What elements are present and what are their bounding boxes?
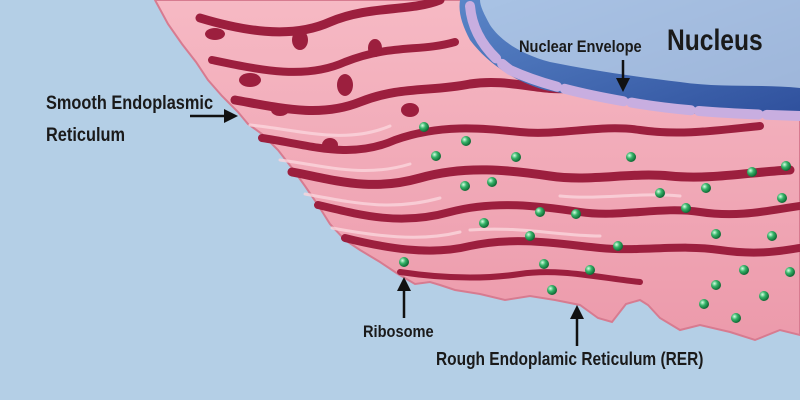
ribosome-dot xyxy=(460,181,470,191)
ribosome-dot xyxy=(731,313,741,323)
ribosome-dot xyxy=(699,299,709,309)
ribosome-label: Ribosome xyxy=(363,322,434,341)
ribosome-dot xyxy=(479,218,489,228)
ribosome-dot xyxy=(759,291,769,301)
ser-tubules xyxy=(205,28,419,152)
ribosome-dot xyxy=(626,152,636,162)
pointer-arrows xyxy=(190,60,630,346)
nuclear-envelope-arrow xyxy=(616,60,630,92)
er-highlights xyxy=(248,123,682,239)
ribosome-dot xyxy=(681,203,691,213)
ribosome-dot xyxy=(431,151,441,161)
ribosome-arrow xyxy=(397,277,411,318)
er-lumen xyxy=(195,0,800,285)
ribosome-dot xyxy=(535,207,545,217)
ribosome-dot xyxy=(511,152,521,162)
ribosome-dot xyxy=(399,257,409,267)
ribosome-dot xyxy=(785,267,795,277)
ribosome-dot xyxy=(487,177,497,187)
ribosome-dot xyxy=(655,188,665,198)
nucleus-label: Nucleus xyxy=(667,24,763,57)
ribosome-dot xyxy=(547,285,557,295)
ribosome-dot xyxy=(701,183,711,193)
ribosome-dot xyxy=(461,136,471,146)
ribosome-dot xyxy=(711,280,721,290)
ribosome-dot xyxy=(539,259,549,269)
ribosome-dot xyxy=(585,265,595,275)
rer-label: Rough Endoplamic Reticulum (RER) xyxy=(436,349,704,369)
ribosome-dot xyxy=(419,122,429,132)
ribosome-dot xyxy=(777,193,787,203)
ribosome-dot xyxy=(571,209,581,219)
ser-arrow xyxy=(190,109,238,123)
smooth-er-label-line2: Reticulum xyxy=(46,125,125,146)
ribosome-dot xyxy=(525,231,535,241)
nuclear-envelope-label: Nuclear Envelope xyxy=(519,37,642,56)
nuclear-envelope xyxy=(465,1,800,121)
rer-arrow xyxy=(570,305,584,346)
ribosome-dot xyxy=(747,167,757,177)
ribosome-dot xyxy=(711,229,721,239)
ribosome-dot xyxy=(739,265,749,275)
ribosome-dot xyxy=(613,241,623,251)
ribosome-dot xyxy=(767,231,777,241)
ribosomes xyxy=(399,122,795,323)
smooth-er-label-line1: Smooth Endoplasmic xyxy=(46,93,214,114)
nucleus-inner xyxy=(480,0,800,88)
ribosome-dot xyxy=(781,161,791,171)
smooth-er-label: Smooth Endoplasmic Reticulum xyxy=(46,88,213,152)
